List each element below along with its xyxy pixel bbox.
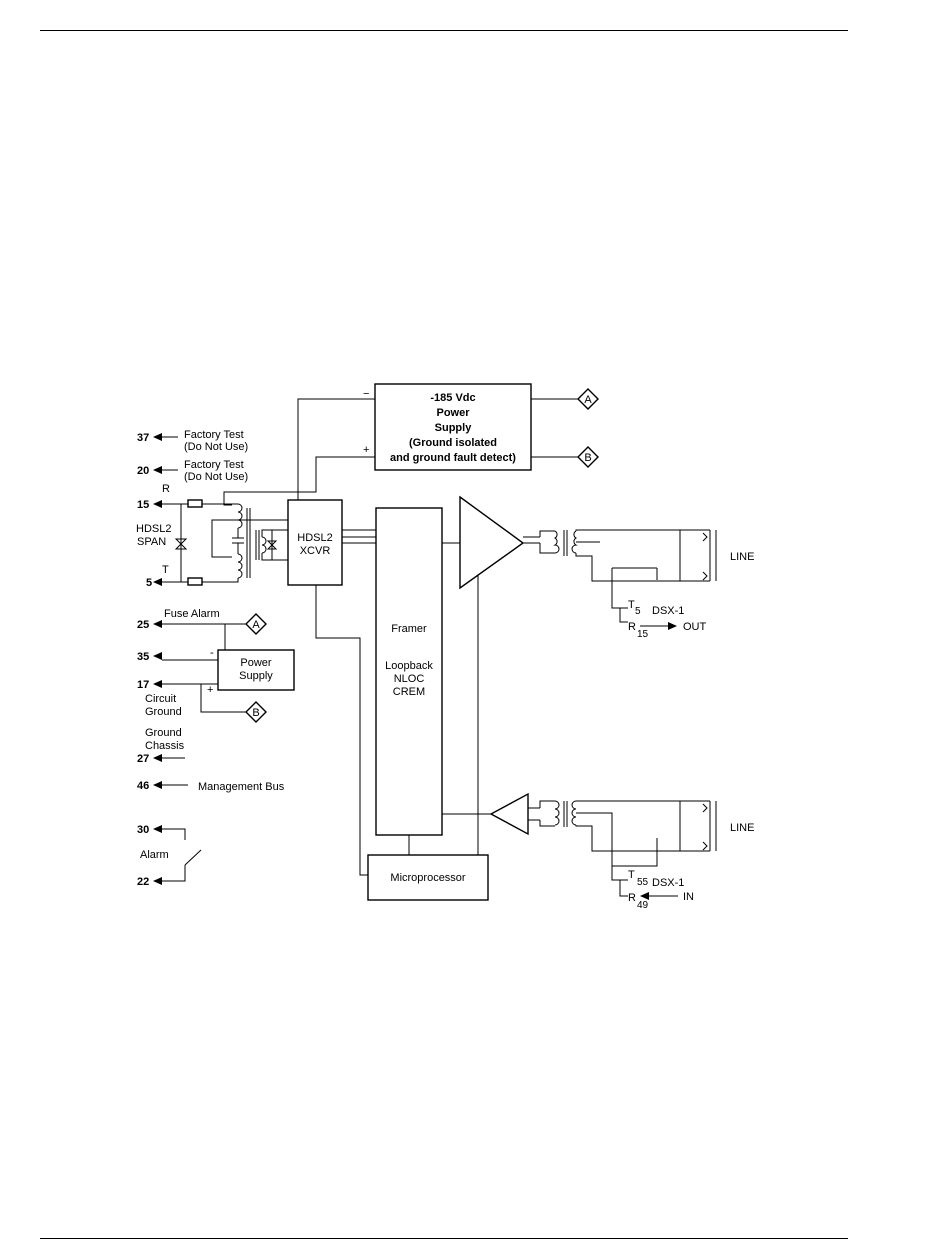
pin-25: 25 <box>137 619 149 631</box>
span-r-letter: R <box>162 483 170 495</box>
framer-line2: NLOC <box>394 673 425 685</box>
hdsl2-span: R 15 T 5 HDSL2 SPAN <box>136 483 239 589</box>
framer-line1: Loopback <box>385 660 433 672</box>
dsx-out-label: DSX-1 <box>652 605 684 617</box>
hv-supply-outputs: A B <box>531 388 599 468</box>
factory-test-2-line1: Factory Test <box>184 459 244 471</box>
ground-chassis-line2: Chassis <box>145 740 185 752</box>
hv-supply-line5: and ground fault detect) <box>390 452 516 464</box>
psu-b-diamond <box>245 701 267 723</box>
hdsl2-xcvr: HDSL2 XCVR <box>287 499 376 876</box>
ground-chassis-line1: Ground <box>145 727 182 739</box>
psu-minus-label: - <box>210 647 214 659</box>
dsx-in-r-letter: R <box>628 892 636 904</box>
hv-supply-line4: (Ground isolated <box>409 437 497 449</box>
factory-test-pins: 37 Factory Test (Do Not Use) 20 Factory … <box>137 429 248 483</box>
hv-supply-line2: Power <box>436 407 470 419</box>
framer-line3: CREM <box>393 686 425 698</box>
power-supply-box <box>217 649 295 691</box>
dsx-in-label: DSX-1 <box>652 877 684 889</box>
factory-test-1-line1: Factory Test <box>184 429 244 441</box>
span-t-resistor <box>187 577 203 586</box>
psu-b-label: B <box>252 707 259 719</box>
dsx-in-direction: IN <box>683 891 694 903</box>
line-label-out: LINE <box>730 551 754 563</box>
dsx-out-r-pin: 15 <box>637 629 649 640</box>
alarm-switch <box>184 849 202 866</box>
fuse-a-diamond <box>245 613 267 635</box>
framer-title: Framer <box>391 623 427 635</box>
xcvr-side-coil <box>261 536 267 554</box>
factory-test-2-line2: (Do Not Use) <box>184 471 248 483</box>
page-header-rule <box>40 30 848 31</box>
framer: Framer Loopback NLOC CREM <box>375 507 491 855</box>
circuit-ground-line2: Ground <box>145 706 182 718</box>
fuse-a-label: A <box>252 619 260 631</box>
local-power: Fuse Alarm 25 A 35 - Power Supply 17 + B… <box>137 608 295 723</box>
pin-30: 30 <box>137 824 149 836</box>
management-bus-label: Management Bus <box>198 781 285 793</box>
circuit-ground-line1: Circuit <box>145 693 176 705</box>
dsx-out-direction: OUT <box>683 621 707 633</box>
input-amplifier <box>489 792 529 836</box>
hv-supply-line1: -185 Vdc <box>430 392 475 404</box>
pin-37: 37 <box>137 432 149 444</box>
span-label-line2: SPAN <box>137 536 166 548</box>
framer-box <box>375 507 443 836</box>
pin-27: 27 <box>137 753 149 765</box>
hv-supply-minus-label: − <box>363 388 369 400</box>
hv-supply-plus-label: + <box>363 444 369 456</box>
dsx-out-r-letter: R <box>628 621 636 633</box>
connector-a-diamond <box>577 388 599 410</box>
microprocessor-label: Microprocessor <box>390 872 466 884</box>
fuse-alarm-label: Fuse Alarm <box>164 608 220 620</box>
pin-15: 15 <box>137 499 149 511</box>
span-coil-top <box>237 503 243 529</box>
pin-35: 35 <box>137 651 149 663</box>
pin-20: 20 <box>137 465 149 477</box>
xcvr-label-line1: HDSL2 <box>297 532 332 544</box>
psu-plus-label: + <box>207 684 213 696</box>
output-path: LINE T 5 R 15 DSX-1 OUT <box>459 495 754 855</box>
output-amplifier <box>459 495 525 590</box>
out-coil-left <box>553 530 560 554</box>
dsx-in-t-pin: 55 <box>637 877 649 888</box>
xcvr-label-line2: XCVR <box>300 545 331 557</box>
pin-17: 17 <box>137 679 149 691</box>
dsx-in-t-letter: T <box>628 869 635 881</box>
dsx-out-t-pin: 5 <box>635 606 641 617</box>
power-supply-line1: Power <box>240 657 272 669</box>
connector-b-label: B <box>584 452 591 464</box>
hv-supply-feed-wires <box>211 398 375 558</box>
hv-power-supply: -185 Vdc Power Supply (Ground isolated a… <box>363 383 532 471</box>
connector-a-label: A <box>584 394 592 406</box>
span-t-letter: T <box>162 564 169 576</box>
hv-power-supply-box <box>374 383 532 471</box>
input-path: LINE T 55 R 49 DSX-1 IN <box>489 792 754 911</box>
power-supply-line2: Supply <box>239 670 273 682</box>
alarm-label: Alarm <box>140 849 169 861</box>
misc-pins: Ground Chassis 27 46 Management Bus 30 A… <box>137 727 285 888</box>
factory-test-1-line2: (Do Not Use) <box>184 441 248 453</box>
pin-46: 46 <box>137 780 149 792</box>
span-label-line1: HDSL2 <box>136 523 171 535</box>
span-transformer <box>232 503 288 579</box>
pin-5-span: 5 <box>146 577 152 589</box>
microprocessor: Microprocessor <box>367 854 489 901</box>
span-surge-protector <box>174 538 188 550</box>
in-coil-left <box>554 800 560 826</box>
span-r-resistor <box>187 499 203 508</box>
dsx-out-t-letter: T <box>628 599 635 611</box>
page-footer-rule <box>40 1238 848 1239</box>
in-coil-right <box>571 800 577 826</box>
connector-b-diamond <box>577 446 599 468</box>
pin-22: 22 <box>137 876 149 888</box>
line-label-in: LINE <box>730 822 754 834</box>
microprocessor-box <box>367 854 489 901</box>
dsx-in-r-pin: 49 <box>637 900 649 911</box>
span-coil-bottom <box>237 553 243 579</box>
out-coil-right <box>571 530 578 554</box>
hv-supply-line3: Supply <box>435 422 473 434</box>
